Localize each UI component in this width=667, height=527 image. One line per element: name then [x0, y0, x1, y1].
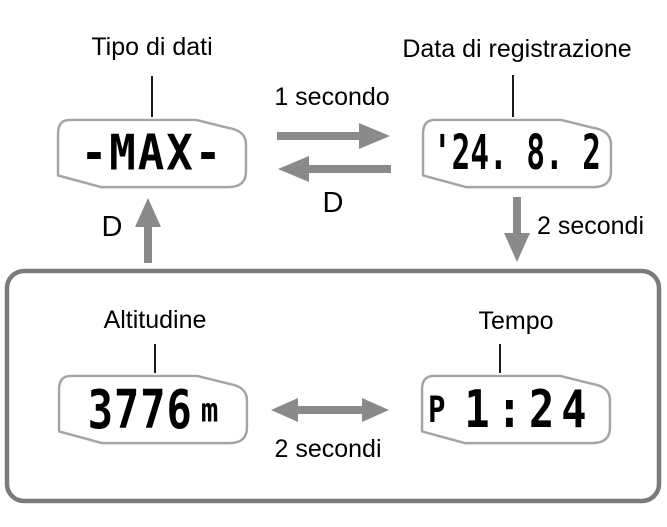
arrow-down-icon: [504, 197, 530, 262]
d-button-label-top: D: [322, 187, 344, 219]
altitude-unit-label: m: [200, 389, 219, 429]
arrow-right-icon: [277, 123, 390, 149]
time-lcd-value: 1:24: [464, 379, 594, 440]
recording-date-label: Data di registrazione: [402, 35, 632, 63]
altitude-connector-line: [154, 344, 156, 373]
altitude-label: Altitudine: [103, 306, 207, 334]
time-connector-line: [499, 344, 501, 373]
two-seconds-label-bottom: 2 secondi: [274, 435, 382, 463]
time-lcd-frame: [420, 374, 612, 445]
altitude-lcd-value: 3776: [87, 378, 193, 441]
mode-group-box: [4, 268, 662, 504]
d-button-label-left: D: [101, 211, 123, 243]
data-type-lcd-value: -MAX-: [80, 124, 224, 182]
arrow-left-icon: [278, 156, 391, 182]
altitude-lcd-frame: [57, 374, 249, 445]
one-second-label: 1 secondo: [274, 83, 390, 111]
two-seconds-label-right: 2 secondi: [537, 212, 645, 240]
time-pm-indicator: P: [428, 388, 446, 431]
recording-date-lcd-value: '24. 8. 2: [433, 125, 601, 182]
data-type-connector-line: [151, 76, 153, 117]
arrow-up-icon: [135, 198, 161, 263]
recording-date-connector-line: [512, 75, 514, 117]
data-type-label: Tipo di dati: [91, 33, 213, 61]
arrow-double-horizontal-icon: [271, 398, 389, 422]
recording-date-lcd-frame: [421, 118, 613, 189]
data-type-lcd-frame: [56, 118, 248, 189]
time-label: Tempo: [478, 307, 554, 335]
